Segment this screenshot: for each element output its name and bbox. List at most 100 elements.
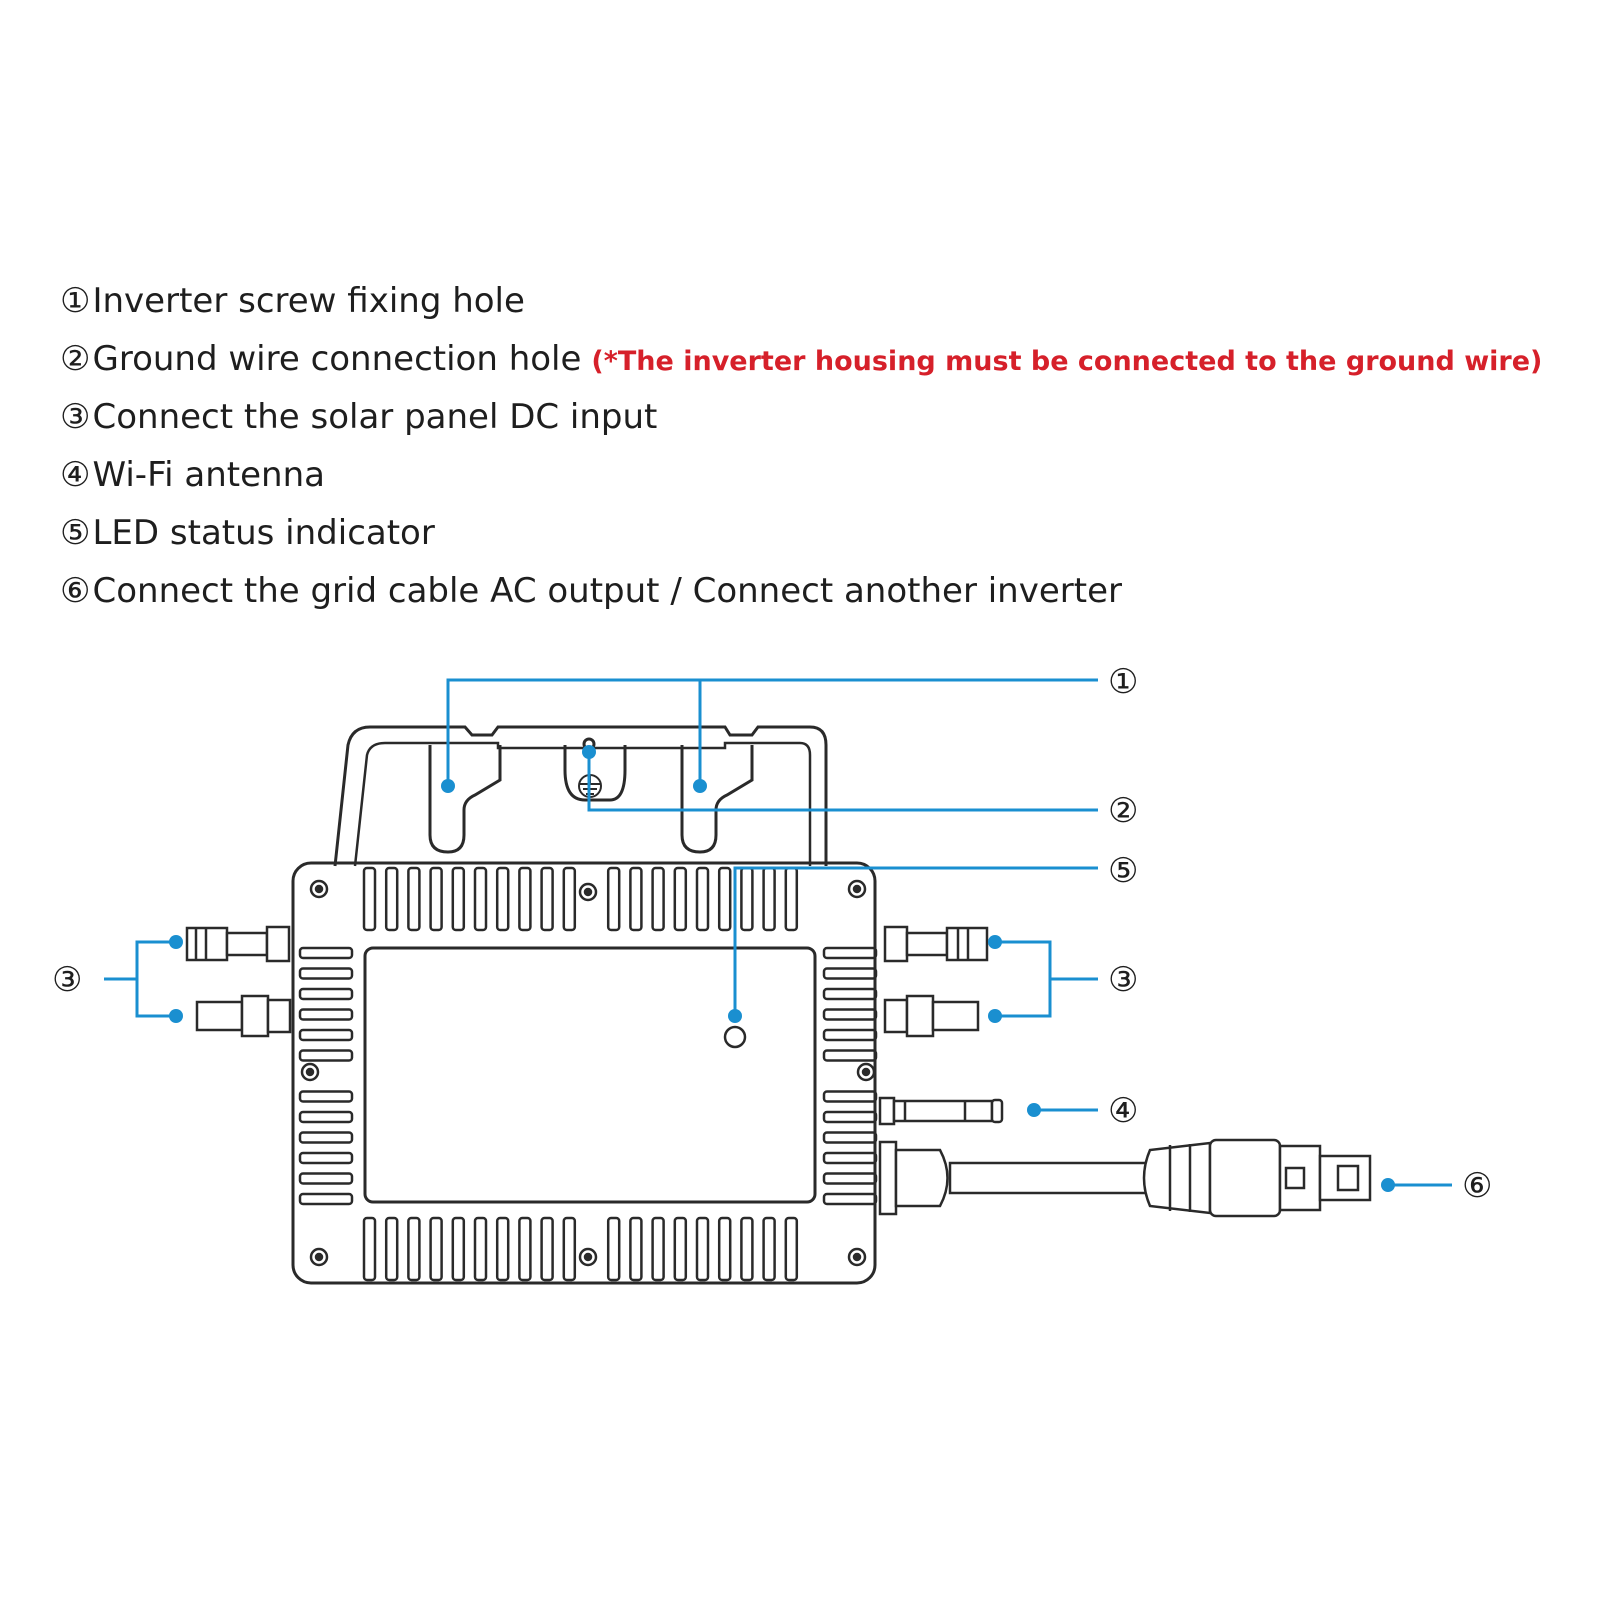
screw-icon	[847, 879, 867, 899]
fin	[298, 1192, 354, 1206]
screw-icon	[578, 882, 598, 902]
fin	[695, 1216, 710, 1282]
fin	[629, 866, 643, 932]
fin	[822, 1131, 878, 1144]
fin	[606, 1216, 621, 1282]
fin	[562, 866, 577, 932]
fin	[451, 1216, 466, 1282]
legend-text: Ground wire connection hole	[92, 339, 582, 379]
fin	[822, 1192, 878, 1206]
ac-connector-body	[1208, 1138, 1282, 1218]
callout-dc-right: ③	[1108, 960, 1138, 1000]
fin	[822, 1151, 878, 1165]
fin	[429, 866, 443, 932]
fin	[695, 866, 710, 932]
fin	[740, 1216, 754, 1282]
fin	[822, 1028, 878, 1042]
callout-screw-hole: ①	[1108, 662, 1138, 702]
fin	[298, 1049, 354, 1062]
fin	[473, 1216, 488, 1282]
fin	[822, 1008, 878, 1021]
fin	[298, 967, 354, 980]
fin	[298, 1172, 354, 1185]
dc-plug-left-bottom	[195, 1000, 244, 1032]
fin	[740, 866, 754, 932]
fin	[429, 1216, 443, 1282]
fin	[822, 987, 878, 1001]
fin	[822, 1110, 878, 1124]
fin	[784, 866, 799, 932]
fin	[407, 866, 421, 932]
fin	[473, 866, 488, 932]
callout-antenna: ④	[1108, 1091, 1138, 1131]
ground-boss	[563, 745, 627, 802]
screw-icon	[300, 1062, 320, 1082]
fin	[717, 1216, 732, 1282]
leader-led	[733, 866, 1098, 1016]
fin	[822, 1172, 878, 1185]
fin	[298, 946, 354, 960]
legend-text: Wi-Fi antenna	[92, 455, 325, 495]
fin	[384, 866, 399, 932]
fin	[298, 987, 354, 1001]
fin	[298, 1110, 354, 1124]
fin	[651, 1216, 665, 1282]
fin	[822, 1090, 878, 1103]
leader-ground	[587, 752, 1098, 812]
legend-item-3: ③Connect the solar panel DC input	[60, 388, 1542, 446]
ac-cable	[948, 1161, 1152, 1195]
fin	[518, 866, 532, 932]
led-indicator	[723, 1025, 747, 1049]
legend-text: Connect the solar panel DC input	[92, 397, 658, 437]
leader-dc-left	[135, 940, 176, 1018]
antenna-rod	[892, 1099, 994, 1123]
legend-item-5: ⑤LED status indicator	[60, 504, 1542, 562]
bracket-inner	[353, 741, 812, 867]
callout-ac-output: ⑥	[1462, 1166, 1492, 1206]
fin	[822, 967, 878, 980]
fin	[822, 1049, 878, 1062]
fin	[298, 1028, 354, 1042]
corner-screws	[300, 879, 876, 1267]
fin	[362, 1216, 377, 1282]
screw-slot-left	[428, 745, 502, 854]
leader-dc-right	[995, 940, 1052, 1018]
legend-item-1: ①Inverter screw fixing hole	[60, 272, 1542, 330]
fin	[673, 1216, 688, 1282]
leader-screw-left	[446, 678, 1098, 786]
fin	[822, 946, 878, 960]
fin	[606, 866, 621, 932]
legend-text: LED status indicator	[92, 513, 435, 553]
fin	[407, 1216, 421, 1282]
front-panel	[363, 946, 817, 1204]
leader-dots	[169, 745, 1395, 1192]
fin	[495, 1216, 510, 1282]
fin	[673, 866, 688, 932]
mounting-bracket	[333, 725, 828, 867]
callout-dc-left: ③	[52, 960, 82, 1000]
legend-number: ③	[60, 397, 91, 437]
fin	[540, 866, 554, 932]
ac-output-assembly	[878, 1138, 1372, 1218]
fin	[451, 866, 466, 932]
screw-icon	[847, 1247, 867, 1267]
fin	[629, 1216, 643, 1282]
fin	[540, 1216, 554, 1282]
legend-number: ⑥	[60, 571, 91, 611]
callout-led: ⑤	[1108, 851, 1138, 891]
legend-item-4: ④Wi-Fi antenna	[60, 446, 1542, 504]
screw-icon	[578, 1247, 598, 1267]
fin	[298, 1131, 354, 1144]
dc-connectors-left	[185, 925, 292, 1038]
legend-text: Inverter screw fixing hole	[92, 281, 525, 321]
screw-slot-right	[680, 745, 754, 854]
fin	[651, 866, 665, 932]
legend-number: ①	[60, 281, 91, 321]
legend-item-6: ⑥Connect the grid cable AC output / Conn…	[60, 562, 1542, 620]
cooling-fins	[298, 866, 878, 1282]
fin	[384, 1216, 399, 1282]
callout-ground: ②	[1108, 791, 1138, 831]
fin	[762, 1216, 776, 1282]
fin	[495, 866, 510, 932]
